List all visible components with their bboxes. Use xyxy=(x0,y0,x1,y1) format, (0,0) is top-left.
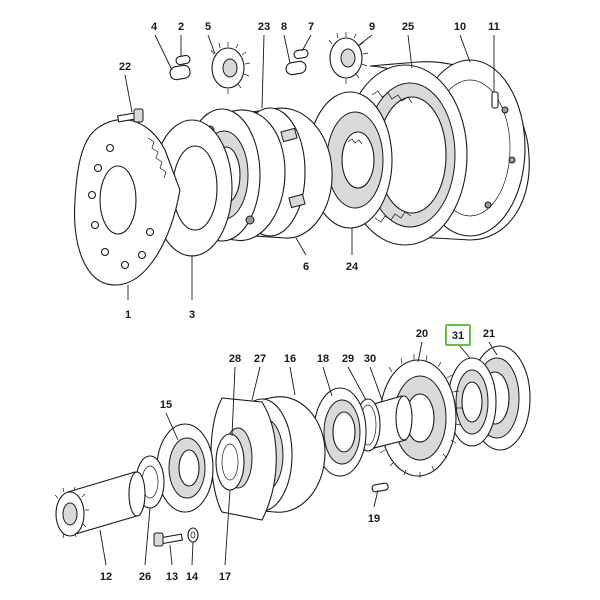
label-17: 17 xyxy=(219,571,231,583)
part-1-flange-disk xyxy=(74,119,181,286)
part-7-small-pin xyxy=(293,48,309,60)
label-24: 24 xyxy=(346,261,359,273)
label-9: 9 xyxy=(369,21,375,33)
label-19: 19 xyxy=(368,513,380,525)
part-9-planet-gear xyxy=(328,32,369,84)
label-10: 10 xyxy=(454,21,466,33)
label-12: 12 xyxy=(100,571,112,583)
part-2-small-pin xyxy=(175,54,191,66)
part-31-bearing-race xyxy=(447,357,497,447)
label-1: 1 xyxy=(125,309,131,321)
part-19-dowel-pin xyxy=(371,482,389,493)
label-20: 20 xyxy=(416,328,428,340)
label-29: 29 xyxy=(342,353,354,365)
label-21: 21 xyxy=(483,328,495,340)
label-8: 8 xyxy=(281,21,287,33)
label-22: 22 xyxy=(119,61,131,73)
label-26: 26 xyxy=(139,571,151,583)
part-18-ball-bearing xyxy=(313,387,367,477)
part-11-dowel-pin xyxy=(491,91,499,109)
label-25: 25 xyxy=(402,21,414,33)
leader-lines xyxy=(99,34,498,566)
part-22-bolt xyxy=(117,108,144,123)
label-7: 7 xyxy=(308,21,314,33)
label-18: 18 xyxy=(317,353,329,365)
label-4: 4 xyxy=(151,21,158,33)
label-15: 15 xyxy=(160,399,172,411)
label-6: 6 xyxy=(303,261,309,273)
label-14: 14 xyxy=(186,571,199,583)
label-23: 23 xyxy=(258,21,270,33)
label-5: 5 xyxy=(205,21,211,33)
part-13-bolt xyxy=(153,532,183,547)
part-12-splined-shaft xyxy=(54,471,146,539)
label-13: 13 xyxy=(166,571,178,583)
label-28: 28 xyxy=(229,353,241,365)
part-4-pin xyxy=(169,64,191,81)
label-3: 3 xyxy=(189,309,195,321)
part-5-planet-gear xyxy=(210,42,251,94)
label-31: 31 xyxy=(452,330,464,342)
label-11: 11 xyxy=(488,21,500,33)
part-28-seal xyxy=(215,433,245,491)
label-2: 2 xyxy=(178,21,184,33)
part-8-pin xyxy=(285,60,307,76)
label-27: 27 xyxy=(254,353,266,365)
highlight-box-31 xyxy=(445,324,471,346)
part-14-washer xyxy=(187,527,199,543)
label-16: 16 xyxy=(284,353,296,365)
part-15-taper-bearing xyxy=(156,423,214,513)
part-labels: 1 2 3 4 5 6 7 8 9 10 11 22 23 24 25 12 1… xyxy=(100,21,500,583)
label-30: 30 xyxy=(364,353,376,365)
